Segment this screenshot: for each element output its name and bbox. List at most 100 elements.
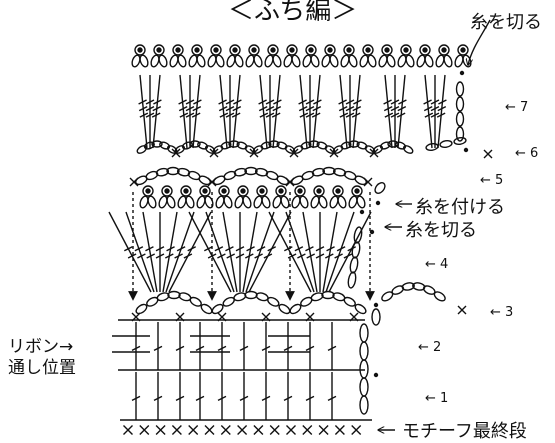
picot-dot bbox=[297, 188, 303, 194]
single-crochet-mark bbox=[171, 425, 182, 435]
single-crochet-mark bbox=[131, 312, 141, 322]
stitch-crossbar bbox=[273, 99, 282, 105]
row-4-triple-crochet bbox=[165, 211, 195, 293]
stitch-crossbar bbox=[298, 105, 308, 112]
picot-loop bbox=[218, 185, 230, 197]
picot-loop bbox=[248, 44, 260, 56]
picot-loop bbox=[305, 44, 317, 56]
row-7-triple-crochet bbox=[397, 74, 406, 149]
picot-loop bbox=[362, 44, 374, 56]
single-crochet-mark bbox=[123, 425, 133, 435]
chain-stitch bbox=[145, 170, 159, 181]
stitch-crossbar bbox=[233, 99, 242, 105]
stitch-crossbar bbox=[139, 112, 149, 118]
row-4-triple-crochet bbox=[328, 211, 372, 293]
guide-arrows bbox=[128, 192, 375, 301]
stitch-crossbar bbox=[351, 112, 361, 118]
chain-stitch bbox=[189, 296, 202, 307]
stitch-crossbar bbox=[390, 99, 400, 105]
stitch-crossbar bbox=[283, 395, 293, 402]
picot-loop bbox=[237, 185, 249, 197]
stitch-crossbar bbox=[339, 112, 349, 118]
stitch-crossbar bbox=[155, 253, 165, 259]
chain-stitch bbox=[200, 303, 213, 315]
stitch-crossbar bbox=[313, 99, 322, 105]
single-crochet-mark bbox=[253, 425, 264, 435]
picot-chain bbox=[264, 54, 274, 68]
picot-chain bbox=[348, 54, 358, 68]
stitch-crossbar bbox=[261, 395, 271, 402]
stitch-crossbar bbox=[327, 345, 337, 352]
chain-stitch bbox=[166, 166, 180, 176]
row-label-6: ← 6 bbox=[515, 146, 539, 161]
stitch-crossbar bbox=[192, 105, 202, 112]
picot-dot bbox=[270, 47, 276, 53]
row-7-triple-crochet bbox=[259, 74, 268, 149]
stitch-crossbar bbox=[151, 112, 161, 118]
chain-stitch bbox=[310, 292, 324, 302]
stitch-crossbar bbox=[430, 99, 440, 105]
stitch-crossbar bbox=[398, 99, 407, 105]
picot-chain bbox=[177, 195, 187, 209]
row-4-triple-crochet bbox=[125, 211, 155, 293]
single-crochet-mark bbox=[237, 425, 248, 435]
stitch-crossbar bbox=[232, 105, 242, 112]
picot-chain bbox=[234, 54, 244, 68]
chain-stitch bbox=[354, 303, 367, 315]
picot-chain bbox=[454, 54, 464, 68]
yarn-dot bbox=[373, 372, 379, 378]
chain-stitch bbox=[255, 292, 269, 302]
stitch-crossbar bbox=[347, 246, 356, 252]
stitch-crossbar bbox=[315, 246, 325, 252]
chain-stitch bbox=[343, 296, 356, 307]
stitch-crossbar bbox=[235, 246, 245, 252]
chain-stitch bbox=[322, 166, 336, 176]
chain-stitch bbox=[455, 96, 465, 112]
picot-dot bbox=[156, 47, 162, 53]
stitch-crossbar bbox=[423, 105, 433, 112]
picot-chain bbox=[169, 54, 179, 68]
chain-stitch bbox=[197, 141, 209, 150]
picot-chain bbox=[356, 195, 366, 209]
row-label-3: ← 3 bbox=[490, 305, 514, 320]
picot-dot bbox=[365, 47, 371, 53]
chain-stitch bbox=[244, 166, 258, 176]
picot-loop bbox=[172, 44, 184, 56]
rows-1-2-stitches bbox=[112, 302, 381, 420]
picot-loop bbox=[351, 185, 363, 197]
stitch-crossbar bbox=[265, 105, 275, 112]
row-7-triple-crochet bbox=[272, 74, 281, 149]
label-cut-yarn-top: 糸を切る bbox=[470, 12, 542, 33]
stitch-crossbar bbox=[145, 112, 155, 118]
chain-stitch bbox=[347, 271, 357, 289]
chain-stitch bbox=[433, 291, 446, 302]
chain-stitch bbox=[351, 241, 361, 259]
picot-dot bbox=[308, 47, 314, 53]
picot-dot bbox=[164, 188, 170, 194]
picot-chain bbox=[321, 54, 331, 68]
picot-dot bbox=[194, 47, 200, 53]
single-crochet-mark bbox=[351, 425, 362, 435]
stitch-crossbar bbox=[265, 99, 275, 105]
stitch-crossbar bbox=[312, 105, 322, 112]
picot-chain bbox=[329, 54, 339, 68]
chain-stitch bbox=[359, 341, 369, 361]
picot-dot bbox=[137, 47, 143, 53]
chain-stitch bbox=[167, 290, 181, 300]
chain-stitch bbox=[401, 282, 415, 291]
stitch-crossbar bbox=[226, 253, 236, 259]
stitch-crossbar bbox=[438, 99, 447, 105]
picot-dot bbox=[278, 188, 284, 194]
single-crochet-mark bbox=[207, 177, 217, 187]
stitch-crossbar bbox=[225, 246, 234, 252]
single-crochet-mark bbox=[302, 425, 313, 435]
picot-chain bbox=[223, 195, 233, 209]
stitch-crossbar bbox=[178, 105, 188, 112]
picot-chain bbox=[158, 54, 168, 68]
stitch-crossbar bbox=[305, 395, 315, 402]
single-crochet-mark bbox=[318, 425, 329, 435]
row-4-triple-crochet bbox=[325, 211, 355, 293]
stitch-crossbar bbox=[195, 395, 205, 402]
stitch-crossbar bbox=[214, 246, 224, 252]
row-label-2: ← 2 bbox=[418, 340, 442, 355]
